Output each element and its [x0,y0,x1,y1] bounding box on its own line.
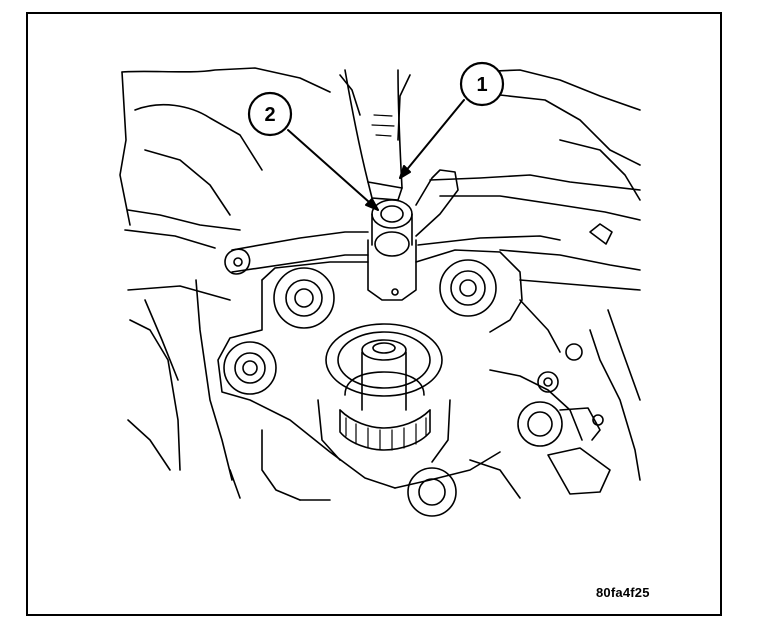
figure-frame [26,12,722,616]
callout-2-label: 2 [264,104,275,126]
cover-plate [217,249,563,517]
figure-code: 80fa4f25 [596,585,650,600]
callout-2 [247,91,293,137]
callout-1 [459,61,505,107]
pry-tool [344,69,403,201]
housing-outline [119,67,641,481]
lower-case [229,343,611,501]
leader-2 [287,129,379,211]
leader-lines [287,99,465,211]
shift-lever-assembly [224,169,561,301]
callout-1-label: 1 [476,74,487,96]
leader-1 [399,99,465,179]
output-shaft [317,323,451,463]
